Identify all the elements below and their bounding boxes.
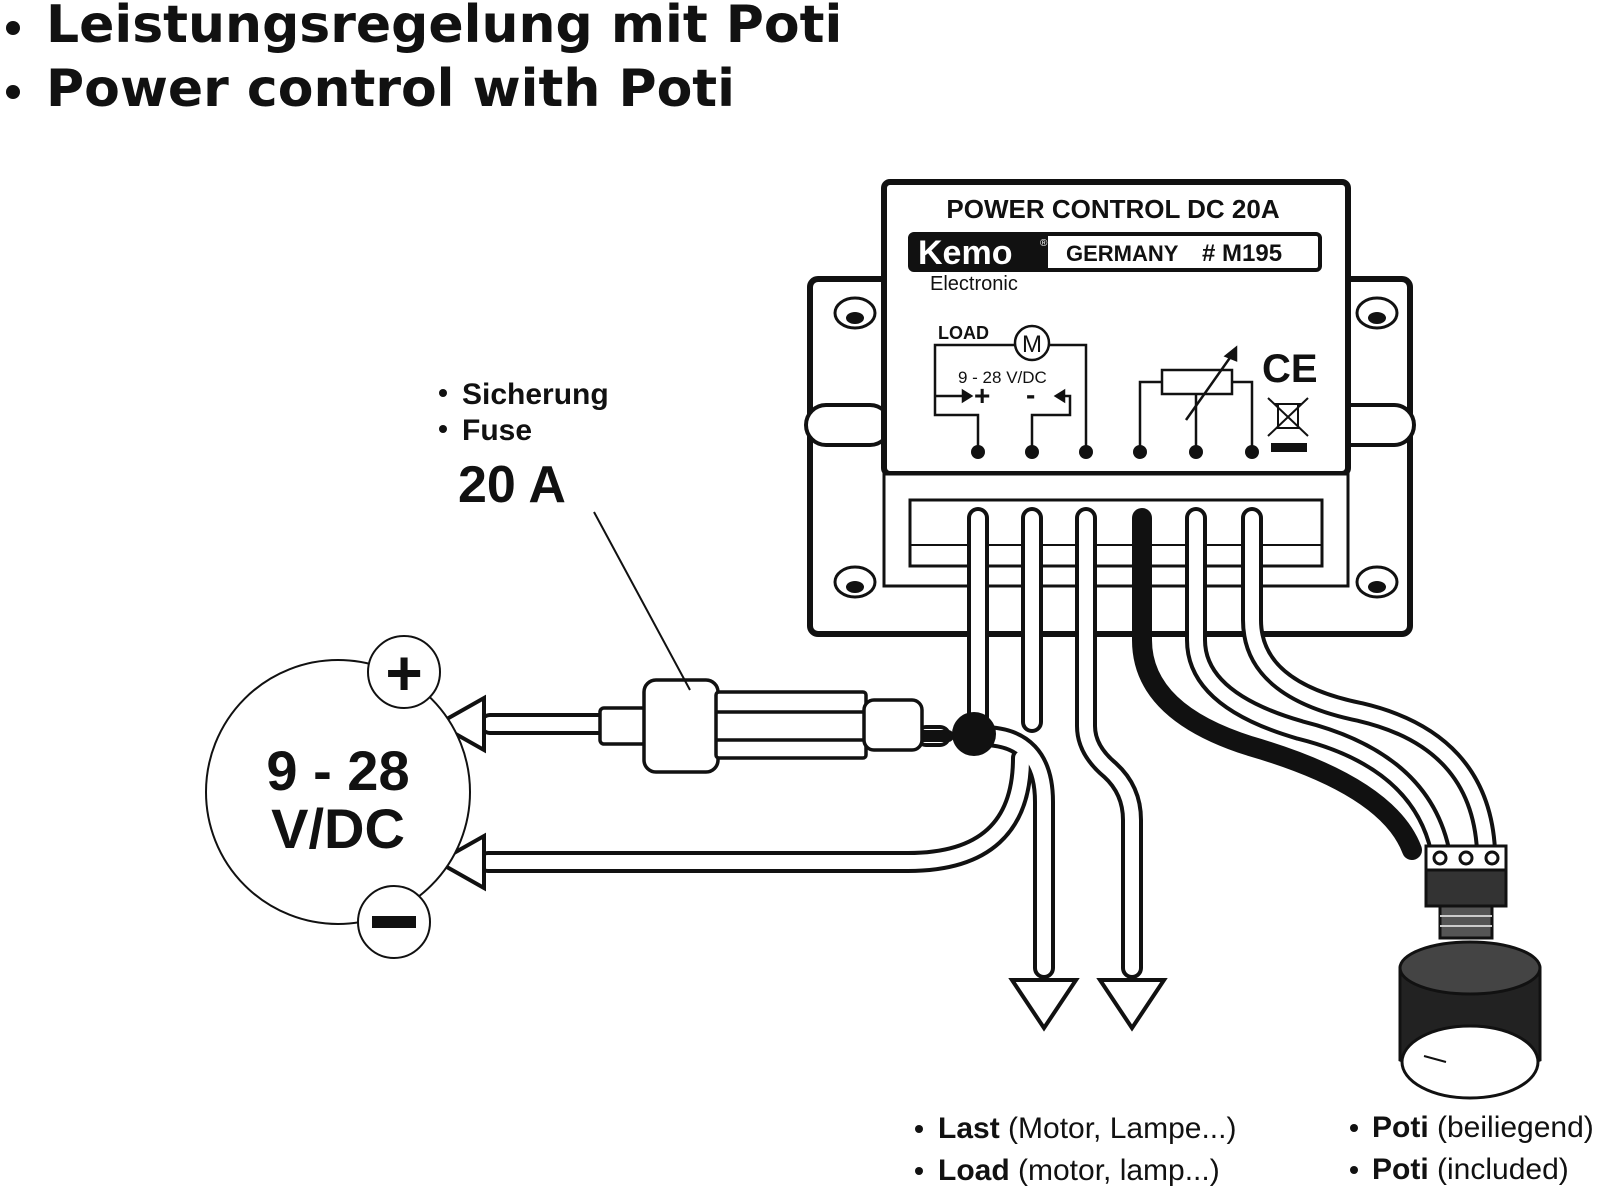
motor-icon xyxy=(1013,324,1051,362)
weee-bin-icon xyxy=(1267,397,1309,452)
poti-caption-en: Poti (included) xyxy=(1372,1153,1569,1187)
fuse-label-de: Sicherung xyxy=(462,378,609,411)
terminal-dot xyxy=(1079,445,1093,459)
supply-plus-icon: + xyxy=(385,637,422,709)
heading-bullet-1 xyxy=(6,21,20,35)
poti-caption-en-rest: (included) xyxy=(1428,1153,1569,1186)
terminal-plus-symbol: + xyxy=(974,380,990,411)
caption-bullet xyxy=(915,1167,923,1175)
fuse-label-en: Fuse xyxy=(462,414,532,447)
supply-arrow-minus-icon xyxy=(433,832,486,892)
terminal-dots xyxy=(971,445,1259,459)
heading: Leistungsregelung mit Poti Power control… xyxy=(6,0,842,119)
load-arrow-icon xyxy=(1096,978,1168,1032)
fuse-bullet-2 xyxy=(439,425,447,433)
poti-caption-de: Poti (beiliegend) xyxy=(1372,1111,1594,1145)
load-schematic: LOAD M 9 - 28 V/DC + - xyxy=(933,323,1088,455)
caption-bullet xyxy=(915,1125,923,1133)
supply-circle xyxy=(205,659,471,925)
caption-bullet xyxy=(1350,1124,1358,1132)
resistor-icon xyxy=(1160,368,1234,396)
module-voltage: 9 - 28 V/DC xyxy=(958,368,1047,387)
brand-badge: Kemo ® GERMANY # M195 xyxy=(908,232,1322,272)
load-caption-en-rest: (motor, lamp...) xyxy=(1009,1154,1220,1187)
ce-mark: CE xyxy=(1262,347,1318,391)
brand-origin: GERMANY xyxy=(1066,241,1179,266)
heading-line-de: Leistungsregelung mit Poti xyxy=(46,0,842,55)
terminal-dot xyxy=(1189,445,1203,459)
poti-caption-de-rest: (beiliegend) xyxy=(1428,1111,1594,1144)
supply-plus-terminal xyxy=(367,635,441,709)
potentiometer-schematic xyxy=(1138,345,1254,455)
motor-symbol: M xyxy=(1022,331,1042,358)
fuse-label: Sicherung Fuse 20 A xyxy=(439,378,609,514)
fuse-leader-line xyxy=(593,511,691,691)
power-supply: 9 - 28 V/DC + xyxy=(205,635,471,959)
terminal-minus-symbol: - xyxy=(1026,379,1035,410)
brand-subtitle: Electronic xyxy=(930,273,1018,295)
fuse-holder-icon xyxy=(598,678,924,774)
terminal-dot xyxy=(1245,445,1259,459)
load-arrow-icon xyxy=(1008,978,1080,1032)
poti-caption-de-bold: Poti xyxy=(1372,1111,1429,1144)
load-caption-de-rest: (Motor, Lampe...) xyxy=(999,1112,1237,1145)
caption-bullet xyxy=(1350,1166,1358,1174)
supply-minus-icon xyxy=(372,916,416,928)
load-caption-de: Last (Motor, Lampe...) xyxy=(938,1112,1236,1146)
wires xyxy=(477,507,1497,979)
mounting-hole-icon xyxy=(1355,296,1399,330)
mounting-hole-icon xyxy=(833,565,877,599)
knob-face xyxy=(1400,1024,1540,1100)
load-caption-de-bold: Last xyxy=(938,1112,1000,1145)
mounting-hole-icon xyxy=(1355,565,1399,599)
part-number: # M195 xyxy=(1202,240,1282,267)
poti-caption-en-bold: Poti xyxy=(1372,1153,1429,1186)
brand-registered-mark: ® xyxy=(1040,238,1048,249)
heading-bullet-2 xyxy=(6,85,20,99)
terminal-dot xyxy=(1025,445,1039,459)
mounting-hole-icon xyxy=(833,296,877,330)
terminal-dot xyxy=(971,445,985,459)
load-label: LOAD xyxy=(938,323,989,343)
terminal-dot xyxy=(1133,445,1147,459)
heading-line-en: Power control with Poti xyxy=(46,59,735,119)
fuse-rating: 20 A xyxy=(458,456,566,514)
load-caption-en: Load (motor, lamp...) xyxy=(938,1154,1220,1188)
potentiometer-icon xyxy=(1398,844,1542,1100)
brand-logo: Kemo xyxy=(918,234,1012,272)
load-caption-en-bold: Load xyxy=(938,1154,1010,1187)
supply-voltage-line2: V/DC xyxy=(271,797,405,860)
junction-dot xyxy=(952,712,996,756)
supply-arrow-plus-icon xyxy=(433,694,486,754)
fuse-bullet-1 xyxy=(439,389,447,397)
supply-voltage-line1: 9 - 28 xyxy=(266,739,409,802)
module-label: POWER CONTROL DC 20A xyxy=(946,194,1279,224)
